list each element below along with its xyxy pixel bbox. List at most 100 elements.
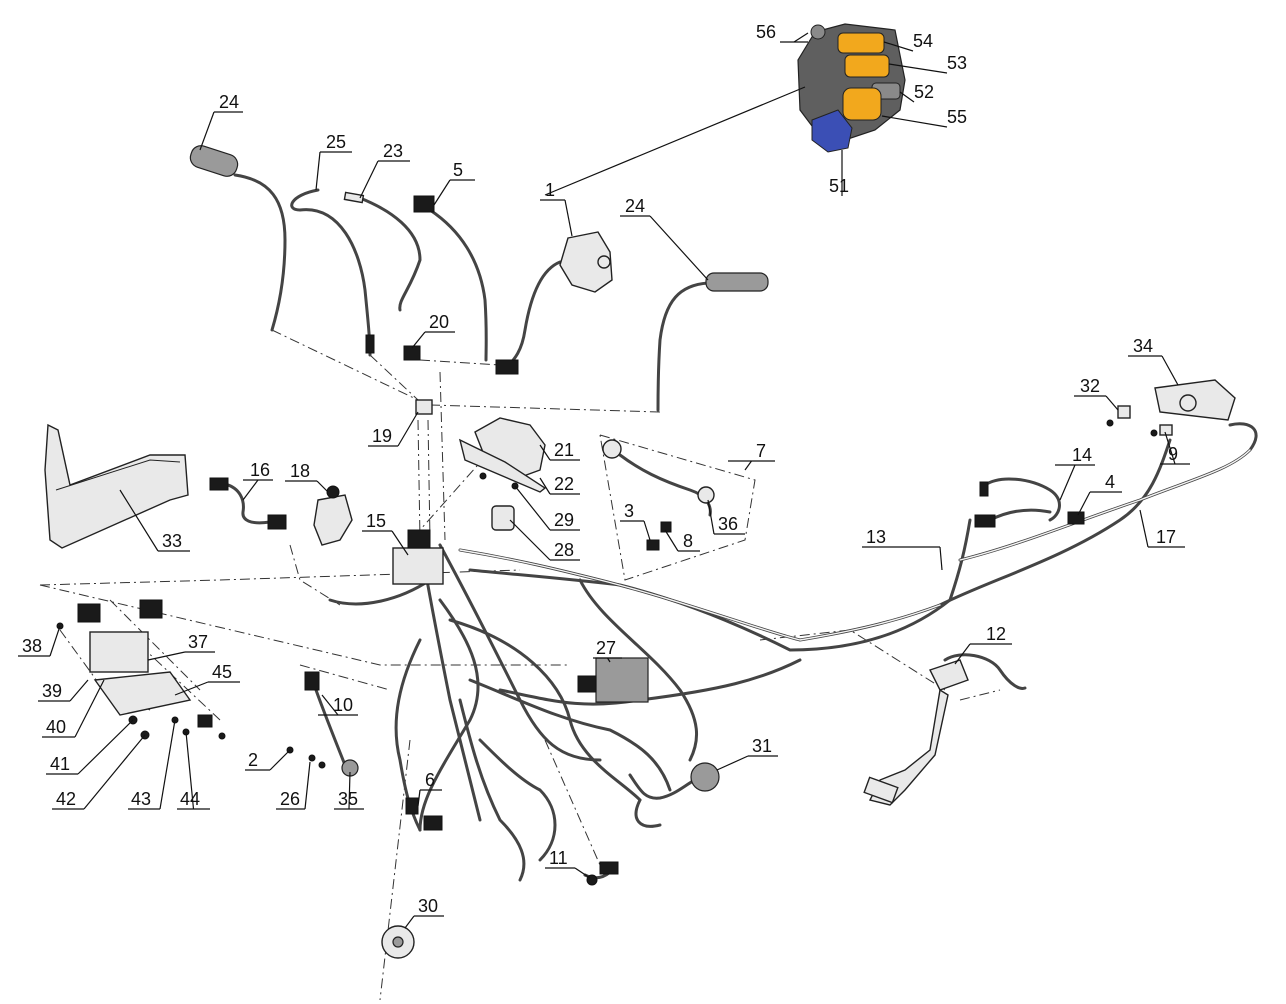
callout-leader <box>1077 491 1091 516</box>
fuse-box-15 <box>392 529 444 585</box>
callout-number: 51 <box>829 176 849 196</box>
switch-assembly-1 <box>559 231 613 293</box>
button-53 <box>844 54 890 78</box>
callout-number: 2 <box>248 750 258 770</box>
callout-leader <box>954 643 971 665</box>
sensor-11 <box>586 861 619 886</box>
callout-13: 13 <box>862 527 943 571</box>
callout-number: 11 <box>549 848 568 868</box>
callout-53: 53 <box>888 53 967 74</box>
callout-number: 4 <box>1105 472 1115 492</box>
ignition-18 <box>313 485 353 546</box>
callout-29: 29 <box>514 485 580 531</box>
callout-leader <box>242 479 259 501</box>
callout-number: 40 <box>46 717 66 737</box>
callout-39: 39 <box>38 679 89 702</box>
callout-leader <box>321 694 339 716</box>
callout-number: 56 <box>756 22 776 42</box>
callout-54: 54 <box>883 31 933 52</box>
callout-leader <box>1139 509 1149 548</box>
callout-55: 55 <box>881 107 967 128</box>
rectifier-27 <box>577 657 649 703</box>
left-grip <box>189 145 239 177</box>
callout-number: 8 <box>683 531 693 551</box>
button-55 <box>842 87 882 121</box>
callout-leader <box>606 657 611 663</box>
callout-leader <box>716 755 749 771</box>
knob-56 <box>810 24 826 40</box>
clip-32 <box>1106 405 1131 427</box>
callout-number: 55 <box>947 107 967 127</box>
callout-18: 18 <box>285 461 329 493</box>
callout-leader <box>174 681 209 696</box>
callout-leader <box>199 111 215 151</box>
callout-leader <box>74 679 105 738</box>
callout-24: 24 <box>199 92 243 151</box>
callout-number: 5 <box>453 160 463 180</box>
callout-43: 43 <box>128 719 176 810</box>
callout-leader <box>744 460 752 471</box>
callout-44: 44 <box>177 731 210 810</box>
callout-number: 3 <box>624 501 634 521</box>
callout-number: 37 <box>188 632 208 652</box>
callout-number: 6 <box>425 770 435 790</box>
callout-number: 33 <box>162 531 182 551</box>
callout-number: 10 <box>333 695 353 715</box>
callout-number: 15 <box>366 511 386 531</box>
connector-16 <box>209 477 287 530</box>
speaker-30 <box>381 925 415 959</box>
callout-23: 23 <box>359 141 410 199</box>
callout-17: 17 <box>1139 509 1185 548</box>
connector-19 <box>415 399 433 415</box>
switch-3-8 <box>646 521 672 551</box>
callout-7: 7 <box>728 441 775 471</box>
callout-leader <box>1059 464 1076 501</box>
callout-34: 34 <box>1128 336 1179 386</box>
callout-leader <box>433 179 451 206</box>
callout-leader <box>649 215 709 281</box>
sensor-10 <box>286 671 359 777</box>
callout-56: 56 <box>756 22 809 43</box>
callout-leader <box>348 771 351 810</box>
headlight-33 <box>44 423 189 549</box>
callout-leader <box>397 411 419 447</box>
lanyard-7 <box>602 439 715 504</box>
connector-14 <box>974 481 996 528</box>
callout-number: 29 <box>554 510 574 530</box>
callout-4: 4 <box>1077 472 1122 516</box>
callout-number: 25 <box>326 132 346 152</box>
callout-12: 12 <box>954 624 1012 665</box>
regulator-21 <box>458 417 547 493</box>
callout-36: 36 <box>707 499 745 535</box>
callout-leader <box>159 719 176 810</box>
callout-leader <box>391 530 409 556</box>
callout-32: 32 <box>1074 376 1119 411</box>
callout-number: 54 <box>913 31 933 51</box>
callout-number: 21 <box>554 440 574 460</box>
callout-14: 14 <box>1055 445 1095 501</box>
callout-number: 30 <box>418 896 438 916</box>
callout-number: 32 <box>1080 376 1100 396</box>
callout-leader <box>83 734 146 810</box>
callout-number: 31 <box>752 736 772 756</box>
callout-number: 12 <box>986 624 1006 644</box>
callout-number: 19 <box>372 426 392 446</box>
callout-number: 41 <box>50 754 70 774</box>
callout-9: 9 <box>1160 431 1190 465</box>
callout-leader <box>514 485 551 531</box>
connector-5 <box>413 195 435 213</box>
connector-25 <box>365 334 519 375</box>
clip-9 <box>1150 424 1173 437</box>
callout-1: 1 <box>540 180 573 237</box>
callout-number: 1 <box>545 180 555 200</box>
callout-5: 5 <box>433 160 475 206</box>
callout-16: 16 <box>242 460 273 501</box>
control-module-37 <box>56 599 226 740</box>
callout-number: 28 <box>554 540 574 560</box>
callout-40: 40 <box>42 679 105 738</box>
callout-leader <box>643 520 651 541</box>
callout-number: 24 <box>625 196 645 216</box>
brake-switch-12 <box>863 659 969 806</box>
callout-22: 22 <box>539 474 580 495</box>
